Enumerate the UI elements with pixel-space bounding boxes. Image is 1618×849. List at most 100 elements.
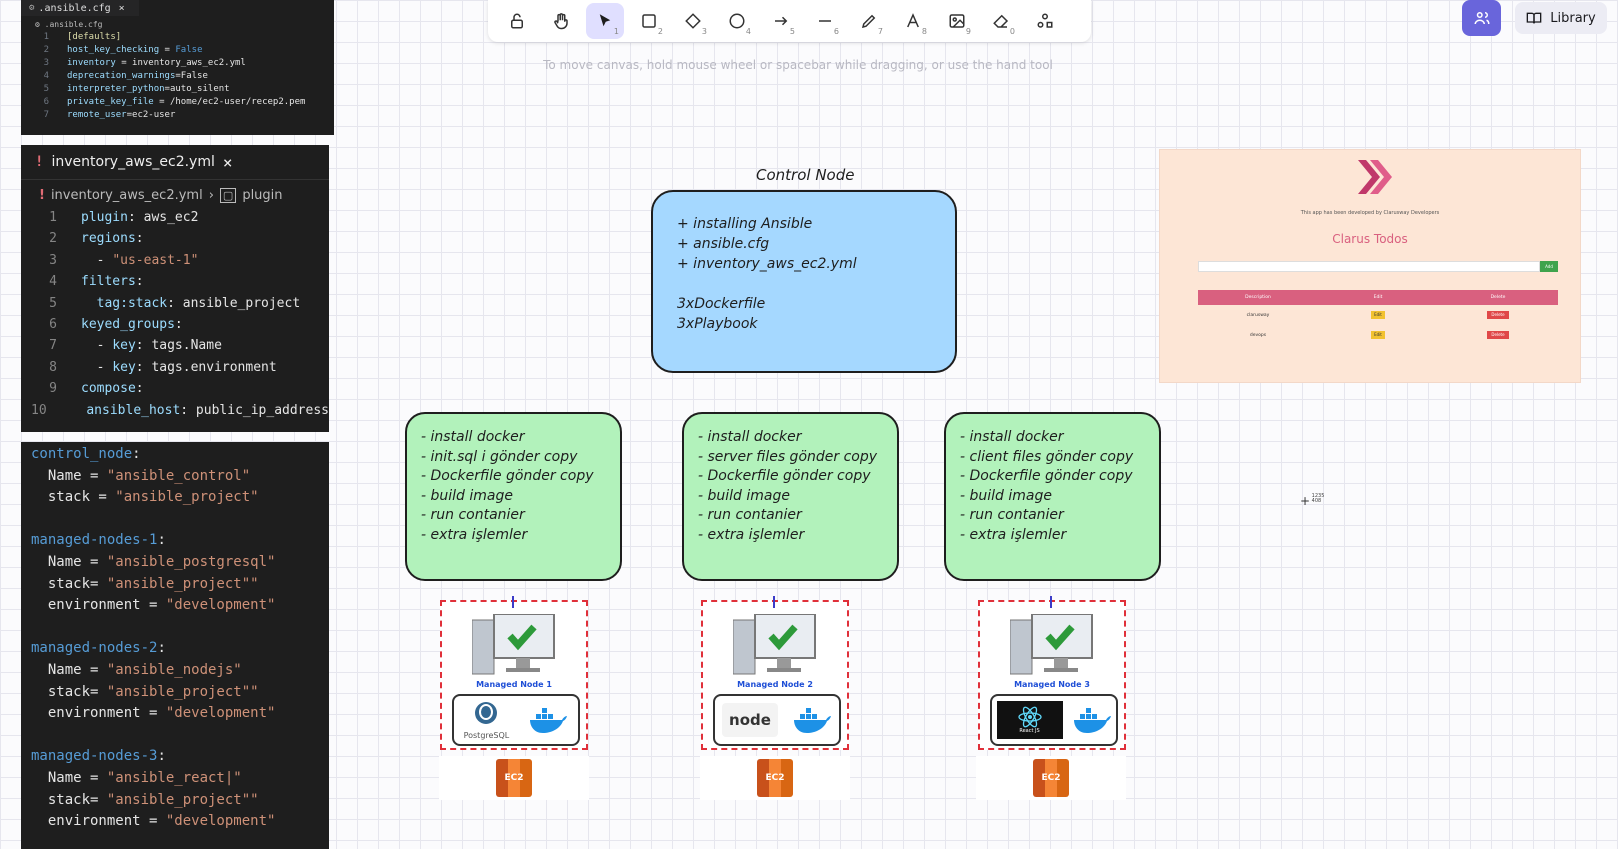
managed-node-1-tasks[interactable]: - install docker- init.sql i gönder copy… [405, 412, 622, 581]
managed-node-3[interactable]: Managed Node 3 React JS [978, 596, 1126, 750]
code-line[interactable]: 3 - "us-east-1" [21, 250, 329, 271]
code-line[interactable]: managed-nodes-2: [21, 638, 329, 660]
code-line[interactable]: environment = "development" [21, 703, 329, 725]
code-line[interactable]: Name = "ansible_postgresql" [21, 552, 329, 574]
task-line: - build image [421, 487, 513, 504]
control-node-line [677, 274, 955, 294]
eraser-tool[interactable]: 0 [982, 3, 1020, 39]
line-number: 5 [43, 84, 49, 94]
managed-node-1[interactable]: Managed Node 1 PostgreSQL [440, 596, 588, 750]
add-button[interactable]: Add [1540, 261, 1558, 272]
code-line[interactable]: 7 - key: tags.Name [21, 335, 329, 356]
code-line[interactable]: 5 tag:stack: ansible_project [21, 293, 329, 314]
code-line[interactable]: stack = "ansible_project" [21, 487, 329, 509]
code-line[interactable]: managed-nodes-1: [21, 530, 329, 552]
code-line[interactable] [21, 509, 329, 531]
code-line[interactable]: environment = "development" [21, 811, 329, 833]
code-line[interactable]: Name = "ansible_control" [21, 466, 329, 488]
draw-tool[interactable]: 7 [850, 3, 888, 39]
code-line[interactable]: stack= "ansible_project"" [21, 790, 329, 812]
breadcrumb-section[interactable]: plugin [242, 188, 283, 203]
code-token: : [157, 640, 166, 657]
image-tool[interactable]: 9 [938, 3, 976, 39]
code-line[interactable]: stack= "ansible_project"" [21, 682, 329, 704]
task-line: - init.sql i gönder copy [421, 448, 578, 465]
control-node-line: 3xPlaybook [677, 316, 758, 332]
ellipse-tool[interactable]: 4 [718, 3, 756, 39]
rectangle-tool[interactable]: 2 [630, 3, 668, 39]
arrow-tool[interactable]: 5 [762, 3, 800, 39]
code-line[interactable]: 1[defaults] [21, 31, 334, 44]
code-token: : ansible_project [167, 295, 301, 311]
code-line[interactable]: stack= "ansible_project"" [21, 574, 329, 596]
variables-editor[interactable]: control_node: Name = "ansible_control" s… [21, 442, 329, 849]
selection-tool[interactable]: 1 [586, 3, 624, 39]
task-line: - run contanier [960, 507, 1064, 523]
edit-button[interactable]: Edit [1371, 311, 1385, 319]
extra-tools[interactable] [1026, 3, 1064, 39]
tool-shortcut: 8 [921, 27, 927, 36]
code-line[interactable]: Name = "ansible_react|" [21, 768, 329, 790]
control-node-box[interactable]: + installing Ansible+ ansible.cfg+ inven… [651, 190, 957, 373]
code-line[interactable]: Name = "ansible_nodejs" [21, 660, 329, 682]
code-token: =ec2-user [126, 110, 176, 120]
tool-shortcut: 0 [1009, 27, 1015, 36]
code-token: "ansible_react|" [106, 769, 242, 786]
code-token: "development" [165, 813, 276, 830]
edit-button[interactable]: Edit [1371, 331, 1385, 339]
arrow-connector [773, 596, 775, 608]
code-line[interactable]: environment = "development" [21, 595, 329, 617]
code-line[interactable]: managed-nodes-3: [21, 746, 329, 768]
ec2-instance-2[interactable]: EC2 [700, 756, 850, 800]
managed-node-2[interactable]: Managed Node 2 node [701, 596, 849, 750]
code-line[interactable] [21, 725, 329, 747]
code-line[interactable]: 10 ansible_host: public_ip_address [21, 400, 329, 421]
text-tool[interactable]: 8 [894, 3, 932, 39]
ansible-cfg-editor[interactable]: ⚙ .ansible.cfg × ⚙ .ansible.cfg 1[defaul… [21, 0, 334, 135]
library-button[interactable]: Library [1515, 2, 1607, 34]
managed-node-2-tasks[interactable]: - install docker- server files gönder co… [682, 412, 899, 581]
code-token: filters [81, 274, 136, 290]
lock-tool[interactable] [498, 3, 536, 39]
editor-tab-inventory[interactable]: ! inventory_aws_ec2.yml × [21, 145, 329, 180]
todo-input[interactable] [1198, 261, 1540, 272]
tab-label: inventory_aws_ec2.yml [51, 154, 215, 170]
delete-button[interactable]: Delete [1487, 331, 1509, 339]
code-token: "development" [165, 597, 276, 614]
inventory-editor[interactable]: ! inventory_aws_ec2.yml × ! inventory_aw… [21, 145, 329, 432]
todo-app-preview[interactable]: This app has been developed by Clarusway… [1160, 150, 1580, 382]
ec2-instance-1[interactable]: EC2 [439, 756, 589, 800]
control-node-title[interactable]: Control Node [756, 166, 855, 184]
code-line[interactable]: control_node: [21, 444, 329, 466]
code-line[interactable]: 8 - key: tags.environment [21, 357, 329, 378]
diamond-tool[interactable]: 3 [674, 3, 712, 39]
table-header: Description Edit Delete [1198, 290, 1558, 305]
code-token: "us-east-1" [112, 252, 199, 268]
breadcrumb-file[interactable]: inventory_aws_ec2.yml [50, 188, 203, 203]
pointer-icon [596, 12, 614, 30]
close-icon[interactable]: × [222, 152, 233, 172]
line-tool[interactable]: 6 [806, 3, 844, 39]
collaborate-button[interactable] [1462, 0, 1501, 36]
close-icon[interactable]: × [118, 2, 125, 14]
editor-tab-ansible-cfg[interactable]: ⚙ .ansible.cfg × [21, 0, 139, 16]
todo-description: devops [1249, 332, 1267, 338]
delete-button[interactable]: Delete [1487, 311, 1509, 319]
managed-node-3-tasks[interactable]: - install docker- client files gönder co… [944, 412, 1161, 581]
ec2-instance-3[interactable]: EC2 [976, 756, 1126, 800]
hand-tool[interactable] [542, 3, 580, 39]
code-line[interactable] [21, 617, 329, 639]
